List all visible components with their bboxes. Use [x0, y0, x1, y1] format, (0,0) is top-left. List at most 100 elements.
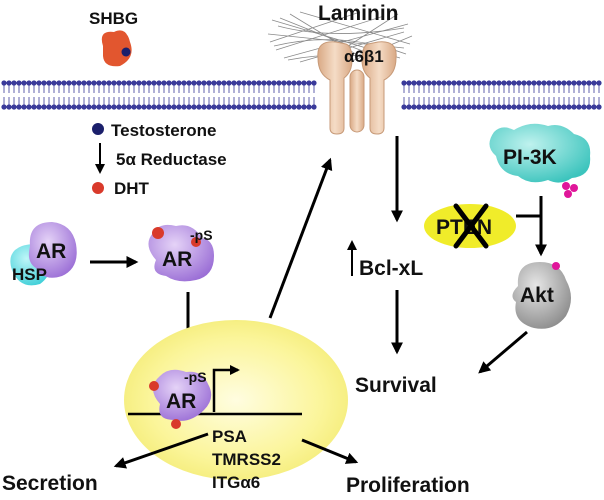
lipid-head: [301, 104, 307, 110]
lipid-head: [591, 80, 597, 86]
lipid-head: [151, 80, 157, 86]
testosterone-molecule: [92, 123, 104, 135]
dht-label: DHT: [114, 179, 150, 198]
lipid-head: [231, 104, 237, 110]
lipid-head: [196, 80, 202, 86]
lipid-head: [296, 80, 302, 86]
lipid-head: [586, 104, 592, 110]
gene-psa: PSA: [212, 427, 247, 446]
lipid-head: [71, 80, 77, 86]
lipid-head: [21, 80, 27, 86]
lipid-head: [106, 80, 112, 86]
lipid-head: [451, 80, 457, 86]
lipid-head: [141, 80, 147, 86]
gene-itga6: ITGα6: [212, 473, 260, 492]
ar-label-phospho: AR: [162, 248, 192, 271]
lipid-head: [556, 104, 562, 110]
lipid-head: [61, 104, 67, 110]
lipid-head: [231, 80, 237, 86]
lipid-head: [521, 80, 527, 86]
lipid-head: [66, 104, 72, 110]
lipid-head: [491, 80, 497, 86]
lipid-head: [266, 104, 272, 110]
pten-inactivated-cross-icon: [453, 203, 489, 249]
proliferation-label: Proliferation: [346, 474, 470, 497]
lipid-head: [81, 80, 87, 86]
hsp-label: HSP: [12, 265, 47, 284]
lipid-head: [86, 80, 92, 86]
ar-label-cytoplasm: AR: [36, 240, 66, 263]
lipid-head: [271, 80, 277, 86]
lipid-head: [461, 80, 467, 86]
lipid-head: [176, 104, 182, 110]
lipid-head: [96, 80, 102, 86]
lipid-head: [206, 104, 212, 110]
lipid-head: [221, 80, 227, 86]
lipid-head: [111, 104, 117, 110]
lipid-head: [1, 104, 7, 110]
lipid-head: [161, 104, 167, 110]
lipid-head: [426, 104, 432, 110]
lipid-head: [21, 104, 27, 110]
lipid-head: [136, 80, 142, 86]
lipid-head: [481, 80, 487, 86]
lipid-head: [236, 80, 242, 86]
lipid-head: [76, 80, 82, 86]
lipid-head: [171, 104, 177, 110]
lipid-head: [6, 104, 12, 110]
phospho-label-nuclear: -pS: [184, 369, 207, 385]
akt-label: Akt: [520, 284, 554, 307]
lipid-head: [11, 80, 17, 86]
lipid-head: [116, 104, 122, 110]
lipid-head: [481, 104, 487, 110]
lipid-head: [71, 104, 77, 110]
lipid-head: [496, 80, 502, 86]
lipid-head: [466, 80, 472, 86]
lipid-head: [291, 80, 297, 86]
lipid-head: [216, 80, 222, 86]
lipid-head: [541, 104, 547, 110]
shbg-protein: [101, 30, 132, 67]
lipid-head: [311, 80, 317, 86]
laminin-label: Laminin: [318, 2, 399, 25]
lipid-head: [246, 80, 252, 86]
lipid-head: [141, 104, 147, 110]
lipid-head: [416, 80, 422, 86]
lipid-head: [411, 80, 417, 86]
lipid-head: [531, 104, 537, 110]
lipid-head: [536, 104, 542, 110]
secretion-label: Secretion: [2, 472, 98, 495]
lipid-head: [506, 80, 512, 86]
lipid-head: [311, 104, 317, 110]
lipid-head: [301, 80, 307, 86]
lipid-head: [106, 104, 112, 110]
lipid-head: [566, 80, 572, 86]
lipid-head: [281, 80, 287, 86]
lipid-head: [466, 104, 472, 110]
lipid-head: [501, 104, 507, 110]
lipid-head: [181, 80, 187, 86]
lipid-head: [111, 80, 117, 86]
lipid-head: [306, 104, 312, 110]
lipid-head: [61, 80, 67, 86]
lipid-head: [491, 104, 497, 110]
lipid-head: [406, 80, 412, 86]
lipid-head: [131, 104, 137, 110]
lipid-head: [546, 104, 552, 110]
lipid-head: [166, 104, 172, 110]
lipid-head: [241, 80, 247, 86]
lipid-head: [456, 80, 462, 86]
lipid-head: [251, 104, 257, 110]
lipid-head: [6, 80, 12, 86]
lipid-head: [471, 80, 477, 86]
lipid-head: [436, 80, 442, 86]
lipid-head: [451, 104, 457, 110]
lipid-head: [551, 104, 557, 110]
lipid-head: [26, 80, 32, 86]
lipid-head: [596, 104, 602, 110]
lipid-head: [101, 80, 107, 86]
lipid-head: [51, 104, 57, 110]
lipid-head: [261, 104, 267, 110]
lipid-head: [586, 80, 592, 86]
lipid-head: [191, 104, 197, 110]
